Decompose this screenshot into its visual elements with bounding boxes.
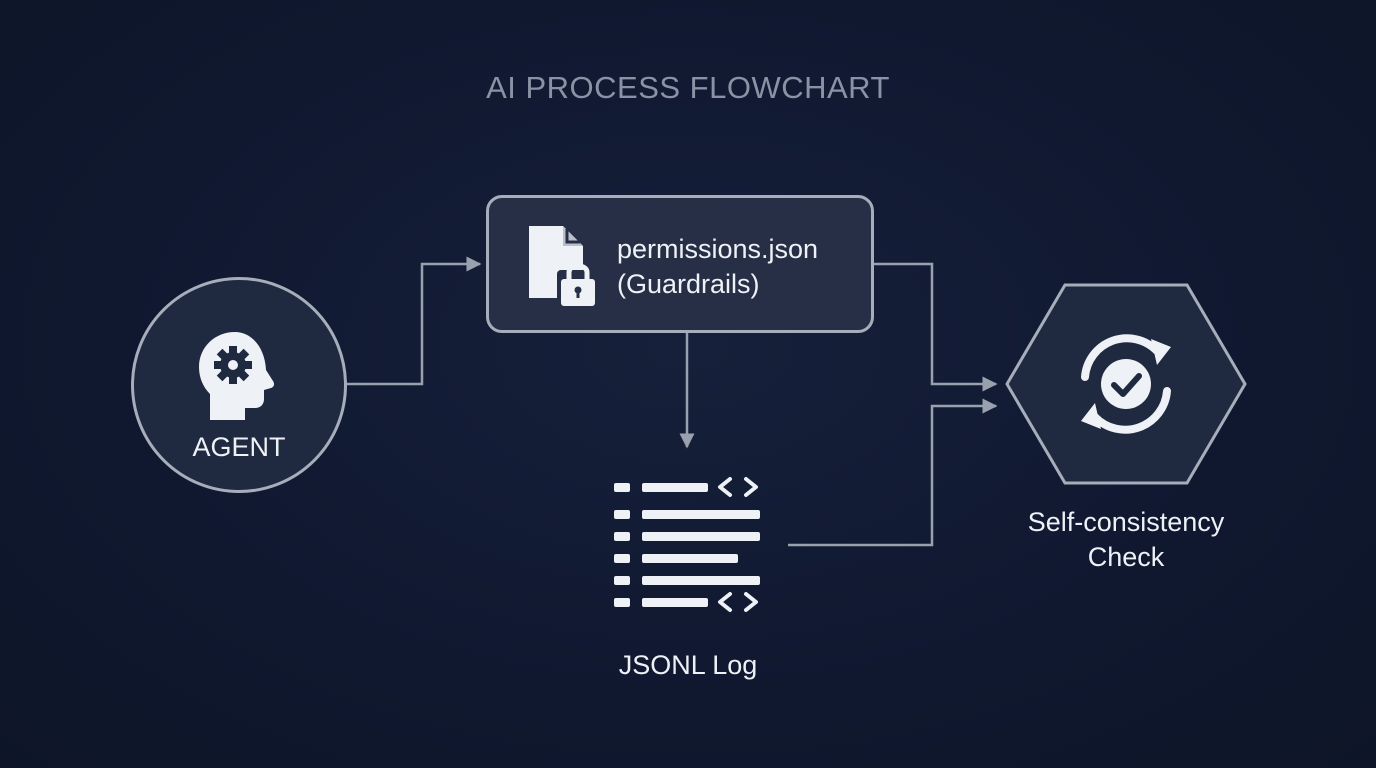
edge-agent-to-permissions: [343, 256, 482, 386]
log-label: JSONL Log: [618, 650, 758, 680]
edge-log-to-check: [788, 398, 998, 547]
permissions-label-line1: permissions.json: [617, 234, 819, 264]
permissions-node[interactable]: permissions.json (Guardrails): [486, 195, 874, 333]
hexagon-shape: [1005, 283, 1247, 485]
file-lock-icon: [529, 226, 599, 308]
head-gear-icon: [199, 332, 275, 420]
edge-permissions-to-check: [874, 262, 998, 392]
check-label-line2: Check: [1087, 542, 1165, 572]
agent-node[interactable]: AGENT: [131, 277, 347, 493]
check-label: Self-consistency Check: [980, 505, 1272, 575]
log-lines-icon: [614, 477, 760, 612]
log-node[interactable]: [612, 476, 764, 624]
agent-label: AGENT: [192, 432, 286, 462]
sync-check-icon: [1081, 334, 1171, 434]
permissions-label-line2: (Guardrails): [617, 269, 760, 299]
permissions-label: permissions.json (Guardrails): [617, 232, 818, 302]
check-node[interactable]: [1005, 283, 1247, 485]
diagram-title: AI PROCESS FLOWCHART: [486, 70, 890, 105]
check-label-line1: Self-consistency: [1027, 507, 1225, 537]
